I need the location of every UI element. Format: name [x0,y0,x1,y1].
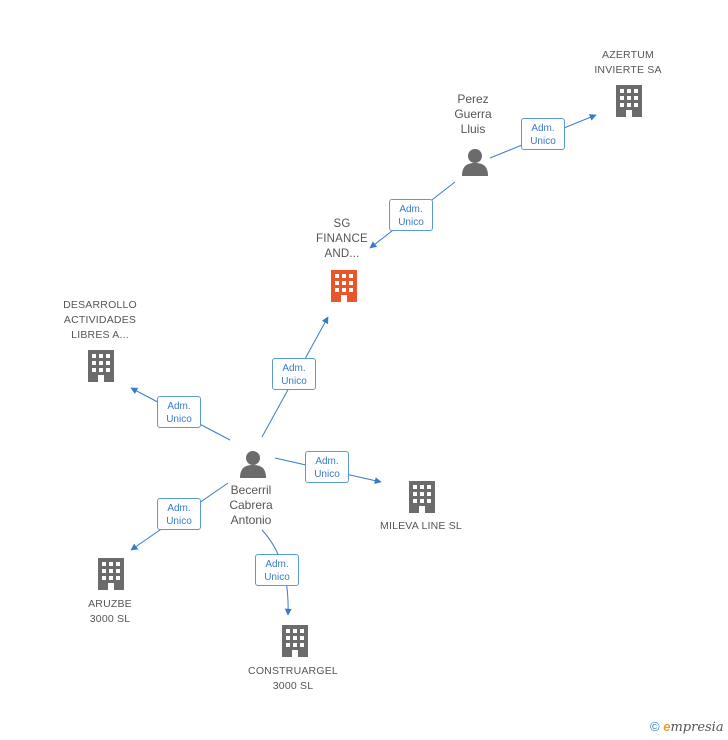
desarrollo-building-icon[interactable] [88,350,114,382]
edge-badge-perez-sg[interactable]: Adm.Unico [389,199,433,231]
edge-badge-becerril-construargel[interactable]: Adm.Unico [255,554,299,586]
sg-finance-building-icon[interactable] [331,270,357,302]
footer-brand: © empresia [650,719,724,735]
perez-label[interactable]: Perez Guerra Lluis [454,92,492,136]
azertum-label[interactable]: AZERTUM INVIERTE SA [594,49,662,76]
sg-finance-label[interactable]: SG FINANCE AND... [316,218,368,260]
aruzbe-label[interactable]: ARUZBE 3000 SL [88,598,132,625]
desarrollo-label[interactable]: DESARROLLO ACTIVIDADES LIBRES A... [63,299,137,341]
azertum-building-icon[interactable] [616,85,642,117]
edge-badge-becerril-mileva[interactable]: Adm.Unico [305,451,349,483]
perez-person-icon[interactable] [462,149,488,176]
becerril-person-icon[interactable] [240,451,266,478]
construargel-label[interactable]: CONSTRUARGEL 3000 SL [248,665,338,692]
aruzbe-building-icon[interactable] [98,558,124,590]
mileva-building-icon[interactable] [409,481,435,513]
edge-badge-becerril-desarrollo[interactable]: Adm.Unico [157,396,201,428]
edge-badge-becerril-aruzbe[interactable]: Adm.Unico [157,498,201,530]
edge-badge-becerril-sg[interactable]: Adm.Unico [272,358,316,390]
copyright-icon: © [650,719,660,734]
brand-logo-e: e [663,719,671,734]
construargel-building-icon[interactable] [282,625,308,657]
becerril-label[interactable]: Becerril Cabrera Antonio [229,483,273,527]
edge-badge-perez-azertum[interactable]: Adm.Unico [521,118,565,150]
mileva-label[interactable]: MILEVA LINE SL [380,520,462,532]
brand-name: mpresia [670,720,724,735]
edges [130,114,597,616]
